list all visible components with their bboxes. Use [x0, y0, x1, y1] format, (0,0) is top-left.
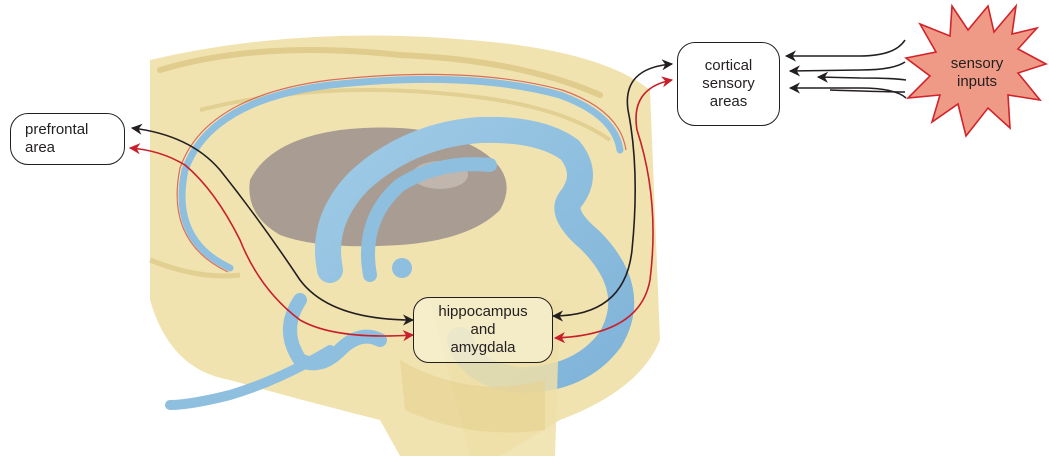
hippocampus-label-line3: amygdala [414, 339, 552, 357]
input-arrow-3 [818, 77, 906, 80]
sensory-label-line1: sensory [937, 55, 1017, 73]
sensory-label-line2: inputs [937, 73, 1017, 91]
prefrontal-label-line2: area [25, 139, 124, 157]
hippocampus-label-line2: and [414, 321, 552, 339]
pineal-tip [392, 258, 412, 278]
input-arrow-1 [786, 40, 905, 56]
hippocampus-amygdala-box: hippocampus and amygdala [413, 297, 553, 363]
prefrontal-label-line1: prefrontal [25, 121, 124, 139]
input-arrow-4 [790, 88, 906, 98]
cortical-sensory-areas-box: cortical sensory areas [677, 42, 780, 126]
brain-illustration [150, 36, 660, 457]
sensory-inputs-label: sensory inputs [937, 55, 1017, 91]
cortical-label-line3: areas [678, 93, 779, 111]
hippocampus-label-line1: hippocampus [414, 303, 552, 321]
cortical-label-line2: sensory [678, 75, 779, 93]
cortical-label-line1: cortical [678, 57, 779, 75]
prefrontal-area-box: prefrontal area [10, 113, 125, 165]
input-arrow-2 [790, 62, 905, 71]
